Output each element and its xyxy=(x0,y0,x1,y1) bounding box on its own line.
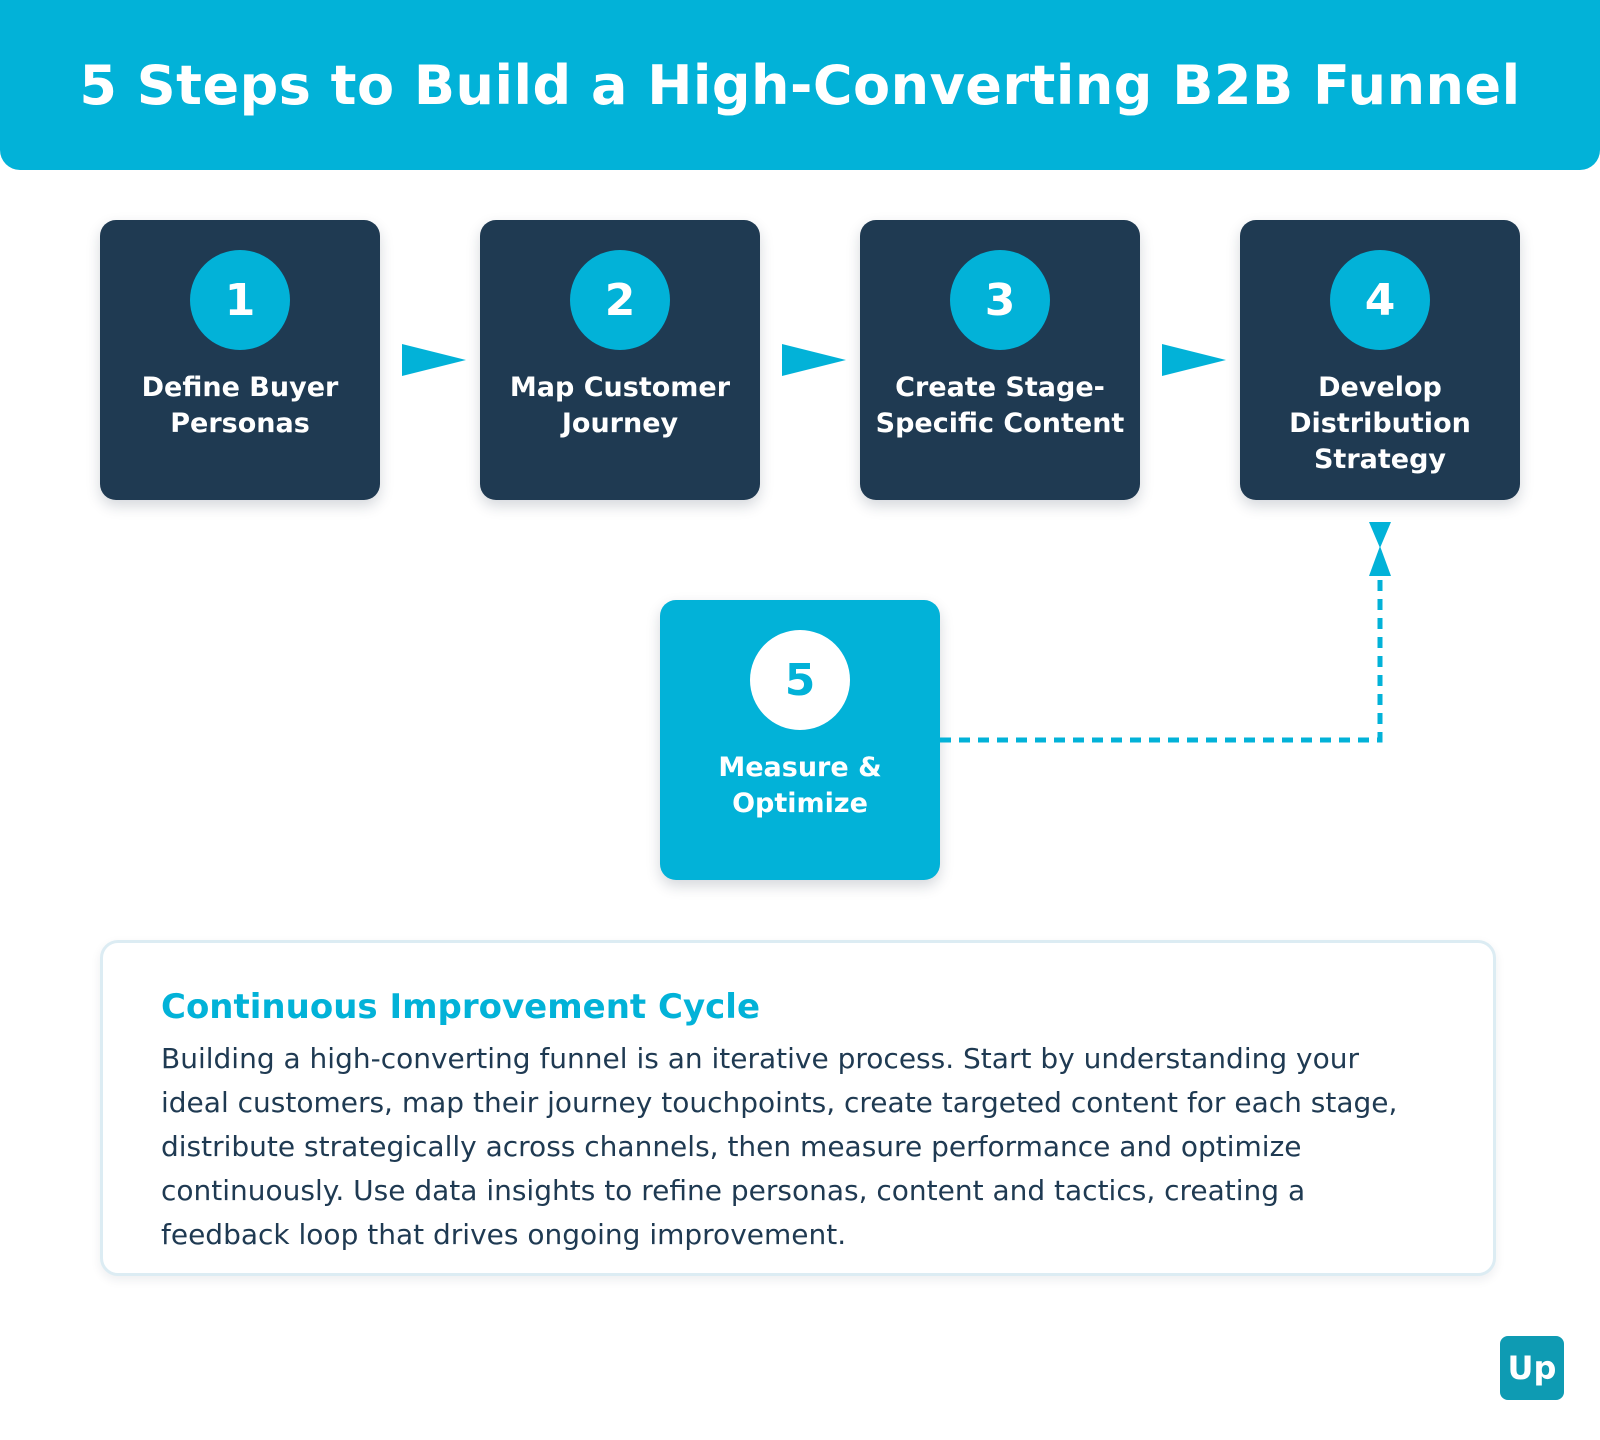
step-label: Map Customer Journey xyxy=(509,372,731,439)
step-card-1: 1 Define Buyer Personas xyxy=(100,220,380,500)
step-card-5: 5 Measure & Optimize xyxy=(660,600,940,880)
title-banner: 5 Steps to Build a High-Converting B2B F… xyxy=(0,0,1600,170)
continuous-improvement-panel: Continuous Improvement Cycle Building a … xyxy=(100,940,1496,1276)
arrow-1-to-2 xyxy=(402,344,466,376)
step-card-2: 2 Map Customer Journey xyxy=(480,220,760,500)
step-label: Define Buyer Personas xyxy=(141,372,339,439)
step-number-badge: 1 xyxy=(190,250,290,350)
panel-heading: Continuous Improvement Cycle xyxy=(161,987,761,1027)
step-number-badge: 3 xyxy=(950,250,1050,350)
feedback-loop-dashed-connector xyxy=(940,522,1391,743)
step-number-badge: 2 xyxy=(570,250,670,350)
step-number-badge: 4 xyxy=(1330,250,1430,350)
brand-logo: Up xyxy=(1500,1336,1564,1400)
panel-body-text: Building a high-converting funnel is an … xyxy=(161,1042,1398,1251)
step-number-badge: 5 xyxy=(750,630,850,730)
arrow-2-to-3 xyxy=(782,344,846,376)
step-card-3: 3 Create Stage-Specific Content xyxy=(860,220,1140,500)
step-label: Develop Distribution Strategy xyxy=(1289,372,1471,475)
step-label: Measure & Optimize xyxy=(718,752,882,819)
arrow-3-to-4 xyxy=(1162,344,1226,376)
step-label: Create Stage-Specific Content xyxy=(875,372,1125,439)
step-card-4: 4 Develop Distribution Strategy xyxy=(1240,220,1520,500)
logo-text: Up xyxy=(1507,1349,1557,1387)
page-title: 5 Steps to Build a High-Converting B2B F… xyxy=(79,53,1521,117)
